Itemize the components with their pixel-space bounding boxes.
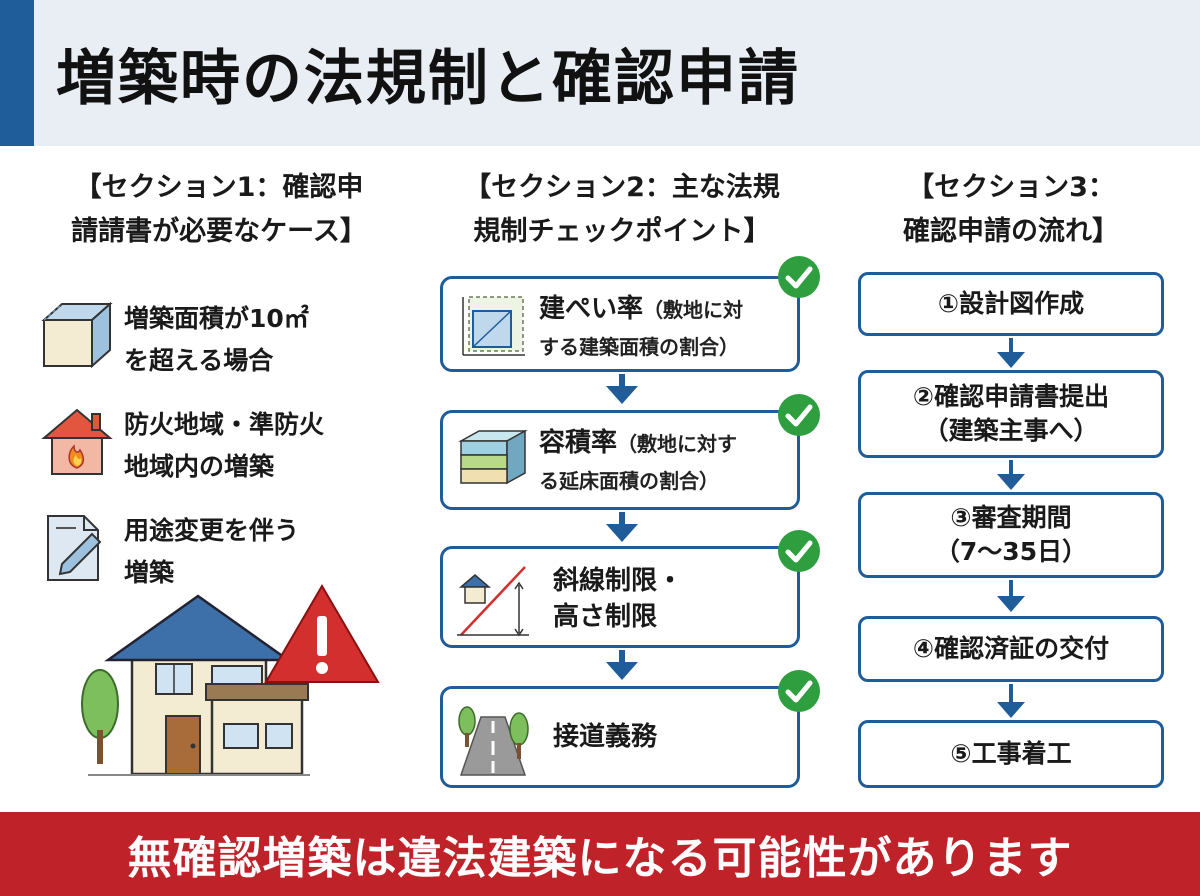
flow-step-sublabel: （7〜35日）: [934, 537, 1088, 566]
flow-step-label: ⑤工事着工: [950, 739, 1072, 768]
checkpoint-text: 斜線制限・ 高さ制限: [553, 563, 807, 635]
checkpoint-note: する建築面積の割合）: [539, 335, 739, 359]
house-warning-illustration: [81, 584, 380, 776]
section2-heading-line2: 規制チェックポイント】: [473, 216, 771, 247]
road-icon: [458, 706, 529, 776]
section2-heading: 【セクション2：主な法規 規制チェックポイント】: [430, 166, 814, 254]
checkpoint-title: 高さ制限: [553, 602, 658, 632]
arrow-down-icon: [606, 512, 638, 542]
check-badge-icon: [778, 256, 820, 298]
warning-footer-text: 無確認増築は違法建築になる可能性があります: [127, 833, 1073, 884]
checkpoint-title: 斜線制限・: [553, 566, 684, 596]
flow-step-label: ②確認申請書提出: [912, 382, 1110, 411]
arrow-down-icon: [997, 684, 1025, 718]
case-line: 地域内の増築: [124, 452, 275, 481]
section3-heading-line2: 確認申請の流れ】: [903, 216, 1119, 247]
section1-heading: 【セクション1：確認申 請請書が必要なケース】: [18, 166, 420, 254]
flow-step-4: ④確認済証の交付: [858, 616, 1164, 682]
section3-heading: 【セクション3： 確認申請の流れ】: [846, 166, 1176, 254]
case-text: 防火地域・準防火 地域内の増築: [124, 404, 404, 488]
arrow-down-icon: [997, 460, 1025, 490]
case-text: 増築面積が10㎡ を超える場合: [124, 298, 404, 382]
section1-heading-line1: 【セクション1：確認申: [74, 172, 364, 203]
case-line: 増築: [124, 558, 175, 587]
checkpoint-card-road-access: 接道義務: [440, 686, 800, 788]
case-item-fire-zone: 防火地域・準防火 地域内の増築: [40, 404, 400, 494]
checkpoint-note: る延床面積の割合）: [539, 469, 719, 493]
case-line: 増築面積が10㎡: [124, 304, 309, 333]
site-plan-icon: [462, 296, 525, 356]
flow-step-1: ①設計図作成: [858, 272, 1164, 336]
checkpoint-note: （敷地に対す: [617, 432, 738, 456]
arrow-down-icon: [606, 650, 638, 680]
cube-icon: [41, 301, 113, 369]
arrow-down-icon: [997, 338, 1025, 368]
document-pen-icon: [47, 515, 102, 581]
section1-heading-line2: 請請書が必要なケース】: [71, 216, 367, 247]
title-banner: 増築時の法規制と確認申請: [0, 0, 1200, 146]
flow-step-2: ②確認申請書提出 （建築主事へ）: [858, 370, 1164, 458]
checkpoint-text: 建ぺい率（敷地に対 する建築面積の割合）: [539, 291, 793, 365]
checkpoint-card-coverage-ratio: 建ぺい率（敷地に対 する建築面積の割合）: [440, 276, 800, 372]
case-line: 用途変更を伴う: [124, 516, 300, 545]
arrow-down-icon: [606, 374, 638, 404]
section3-heading-line1: 【セクション3：: [907, 172, 1115, 203]
check-badge-icon: [778, 394, 820, 436]
checkpoint-text: 接道義務: [553, 719, 807, 755]
section2-heading-line1: 【セクション2：主な法規: [464, 172, 780, 203]
slant-limit-icon: [457, 566, 529, 637]
warning-footer: 無確認増築は違法建築になる可能性があります: [0, 812, 1200, 896]
checkpoint-title: 接道義務: [553, 722, 658, 752]
flow-step-3: ③審査期間 （7〜35日）: [858, 492, 1164, 578]
checkpoint-text: 容積率（敷地に対す る延床面積の割合）: [539, 425, 793, 499]
case-line: 防火地域・準防火: [124, 410, 325, 439]
checkpoint-title: 建ぺい率: [539, 294, 644, 324]
flow-step-label: ④確認済証の交付: [912, 634, 1110, 663]
check-badge-icon: [778, 530, 820, 572]
check-badge-icon: [778, 670, 820, 712]
case-item-area: 増築面積が10㎡ を超える場合: [40, 298, 400, 388]
case-text: 用途変更を伴う 増築: [124, 510, 404, 594]
checkpoint-card-floor-area-ratio: 容積率（敷地に対す る延床面積の割合）: [440, 410, 800, 510]
checkpoint-card-height-limit: 斜線制限・ 高さ制限: [440, 546, 800, 648]
checkpoint-title: 容積率: [539, 428, 618, 458]
arrow-down-icon: [997, 580, 1025, 612]
house-fire-icon: [41, 408, 113, 475]
case-item-use-change: 用途変更を伴う 増築: [40, 510, 400, 600]
flow-step-sublabel: （建築主事へ）: [923, 416, 1099, 445]
stacked-floors-icon: [458, 429, 528, 485]
flow-step-label: ③審査期間: [950, 503, 1072, 532]
page-title: 増築時の法規制と確認申請: [56, 44, 800, 114]
flow-step-5: ⑤工事着工: [858, 720, 1164, 788]
case-line: を超える場合: [124, 346, 274, 375]
checkpoint-note: （敷地に対: [643, 298, 744, 322]
title-accent-bar: [0, 0, 34, 146]
flow-step-label: ①設計図作成: [937, 289, 1085, 318]
